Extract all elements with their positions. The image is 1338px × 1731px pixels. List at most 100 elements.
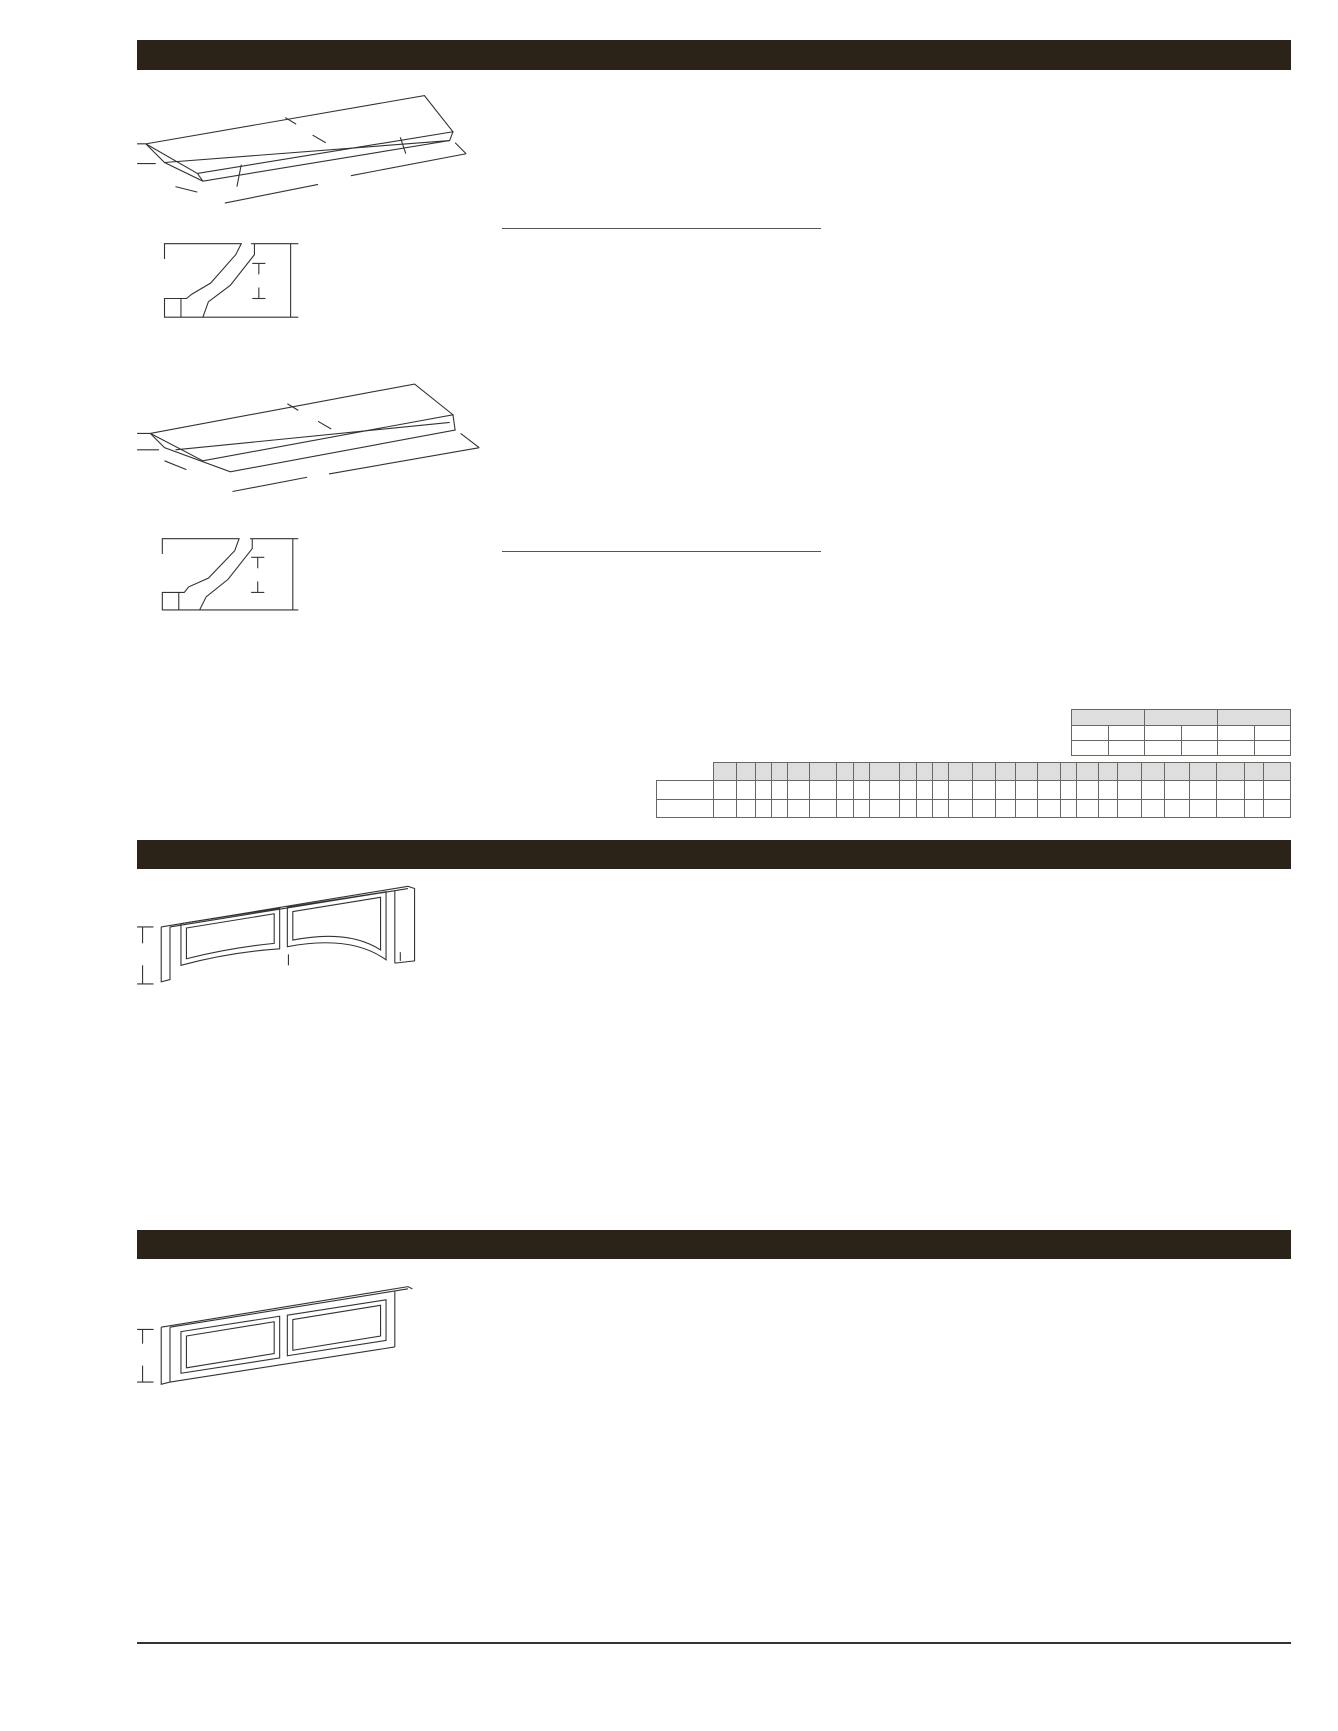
table-cell (947, 798, 973, 819)
table-cell (1076, 761, 1100, 782)
table-cell (869, 761, 900, 782)
straight-valance-icon (137, 1286, 413, 1385)
table-cell (1188, 761, 1218, 782)
table-cell (771, 780, 789, 800)
section-header-bar-1 (137, 40, 1291, 70)
crown-profile-2-icon (161, 538, 299, 611)
table-cell (1098, 761, 1118, 782)
table-cell (898, 761, 917, 782)
section-header-bar-3 (137, 1230, 1291, 1259)
table-cell (1263, 798, 1291, 819)
table-cell (808, 761, 838, 782)
table-cell (1036, 798, 1062, 819)
arched-valance-icon (137, 885, 416, 985)
table-cell (656, 798, 714, 819)
table-cell (771, 761, 789, 782)
table-cell (853, 761, 871, 782)
table-cell (1243, 798, 1265, 819)
table-cell (836, 761, 855, 782)
table-cell (836, 780, 855, 800)
table-cell (869, 780, 900, 800)
table-cell (755, 780, 773, 800)
table-cell (1014, 780, 1038, 800)
table-cell (1263, 761, 1291, 782)
table-cell (931, 798, 949, 819)
divider-rule-2 (502, 551, 821, 552)
table-cell (1014, 798, 1038, 819)
table-cell (1140, 780, 1166, 800)
table-cell (1116, 780, 1142, 800)
table-cell (1014, 761, 1038, 782)
crown-profile-1-icon (163, 243, 299, 318)
table-row (656, 798, 1291, 819)
table-cell (1140, 761, 1166, 782)
table-cell (947, 780, 973, 800)
table-cell (1036, 780, 1062, 800)
table-cell (755, 798, 773, 819)
section-header-bar-2 (137, 840, 1291, 869)
table-cell (869, 798, 900, 819)
table-cell (1216, 798, 1245, 819)
table-cell (1216, 761, 1245, 782)
table-cell (1060, 780, 1078, 800)
table-cell (736, 798, 757, 819)
table-cell (1098, 798, 1118, 819)
table-cell (915, 798, 933, 819)
table-cell (1243, 780, 1265, 800)
table-cell (836, 798, 855, 819)
crown-moulding-1-icon (137, 95, 467, 204)
table-cell (898, 780, 917, 800)
table-cell (1140, 798, 1166, 819)
table-cell (1076, 798, 1100, 819)
crown-moulding-2-icon (137, 383, 480, 493)
table-cell (853, 780, 871, 800)
table-cell (915, 780, 933, 800)
table-cell (971, 780, 997, 800)
table-cell (995, 798, 1016, 819)
size-summary-table (1071, 709, 1291, 756)
table-cell (1060, 761, 1078, 782)
table-cell (853, 798, 871, 819)
table-cell (931, 761, 949, 782)
divider-rule-1 (502, 228, 821, 229)
table-cell (1164, 761, 1190, 782)
table-cell (1164, 780, 1190, 800)
table-cell (787, 780, 810, 800)
table-cell (1188, 780, 1218, 800)
table-cell (755, 761, 773, 782)
table-cell (712, 780, 738, 800)
table-cell (1116, 798, 1142, 819)
table-cell (1036, 761, 1062, 782)
table-cell (808, 780, 838, 800)
table-cell (1098, 780, 1118, 800)
table-cell (787, 761, 810, 782)
table-cell (971, 798, 997, 819)
table-cell (787, 798, 810, 819)
table-cell (915, 761, 933, 782)
table-cell (898, 798, 917, 819)
table-cell (712, 798, 738, 819)
table-cell (656, 762, 714, 782)
footer-rule (137, 1642, 1291, 1644)
table-cell (736, 780, 757, 800)
table-cell (995, 780, 1016, 800)
table-cell (1243, 761, 1265, 782)
table-cell (736, 761, 757, 782)
table-cell (1216, 780, 1245, 800)
table-cell (1164, 798, 1190, 819)
table-row (656, 780, 1291, 800)
table-cell (656, 780, 714, 800)
table-cell (931, 780, 949, 800)
table-cell (1263, 780, 1291, 800)
table-cell (971, 761, 997, 782)
table-cell (995, 761, 1016, 782)
table-cell (947, 761, 973, 782)
table-cell (1076, 780, 1100, 800)
table-cell (808, 798, 838, 819)
dimensions-table (656, 761, 1291, 819)
table-row (656, 761, 1291, 782)
table-cell (1116, 761, 1142, 782)
table-cell (1060, 798, 1078, 819)
table-cell (771, 798, 789, 819)
